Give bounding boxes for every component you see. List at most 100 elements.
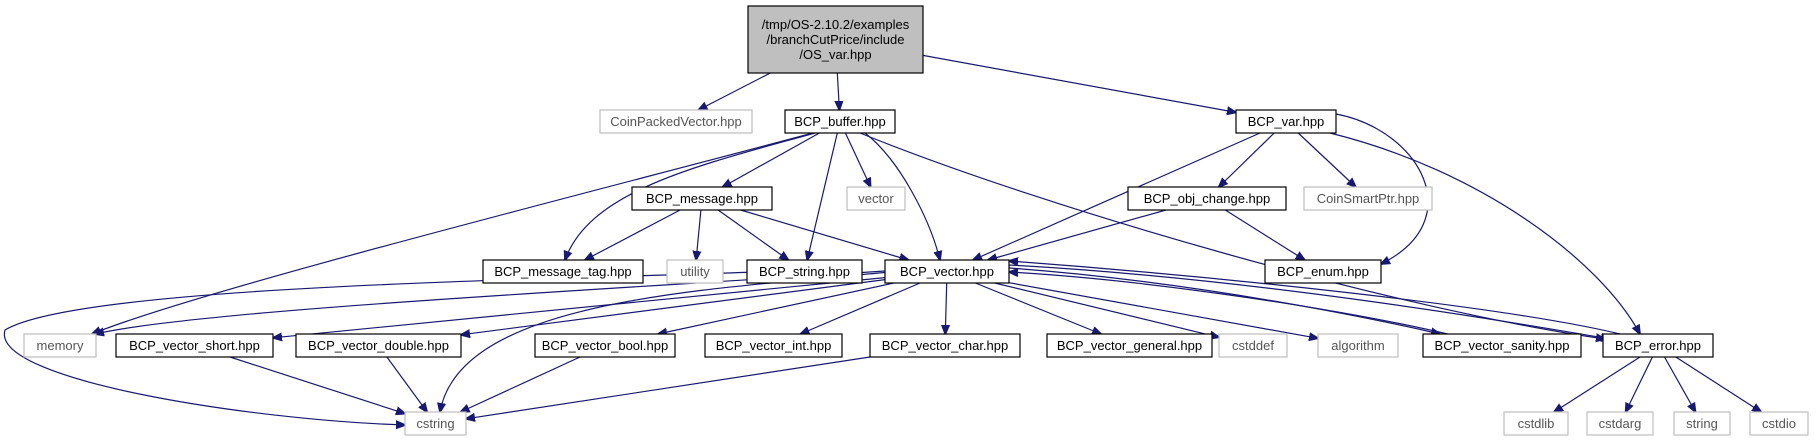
node-box: [746, 259, 863, 284]
edge-bcp_error-to-string: [1663, 356, 1696, 412]
node-bcp-vector-short[interactable]: BCP_vector_short.hpp: [115, 333, 274, 358]
node-label: cstdarg: [1599, 416, 1642, 431]
node-box: [1586, 411, 1654, 436]
node-label: BCP_message_tag.hpp: [494, 264, 631, 279]
edge-bcp_buffer-to-bcp_string: [807, 132, 838, 260]
node-box: [1235, 109, 1337, 134]
edge-bcp_message-to-bcp_vector: [740, 209, 909, 260]
node-box: [1303, 186, 1433, 211]
node-label: BCP_vector_char.hpp: [882, 338, 1008, 353]
edge-bcp_vector_char-to-cstring: [466, 356, 871, 419]
node-bcp-string[interactable]: BCP_string.hpp: [746, 259, 863, 284]
edge-bcp_vector-to-bcp_error: [1008, 264, 1610, 339]
node-bcp-enum[interactable]: BCP_enum.hpp: [1264, 259, 1382, 284]
node-bcp-vector-general[interactable]: BCP_vector_general.hpp: [1046, 333, 1213, 358]
node-label: utility: [680, 264, 710, 279]
node-string: string: [1673, 411, 1731, 436]
node-label: BCP_vector_short.hpp: [129, 338, 260, 353]
edge-bcp_vector-to-bcp_vector_char: [945, 282, 946, 334]
edge-bcp_vector-to-bcp_vector_double: [461, 279, 886, 335]
node-bcp-vector-char[interactable]: BCP_vector_char.hpp: [869, 333, 1021, 358]
node-bcp-vector-int[interactable]: BCP_vector_int.hpp: [704, 333, 843, 358]
node-bcp-obj-change[interactable]: BCP_obj_change.hpp: [1127, 186, 1287, 211]
node-bcp-var[interactable]: BCP_var.hpp: [1235, 109, 1337, 134]
edge-bcp_buffer-to-bcp_message_tag: [565, 132, 816, 260]
node-label: BCP_buffer.hpp: [794, 114, 886, 129]
node-box: [1046, 333, 1213, 358]
node-box: [704, 333, 843, 358]
node-label: BCP_vector_double.hpp: [308, 338, 449, 353]
node-label: /branchCutPrice/include: [766, 32, 904, 47]
edge-bcp_buffer-to-bcp_vector: [864, 132, 940, 260]
edge-root-to-bcp_var: [922, 54, 1236, 112]
node-box: [631, 186, 773, 211]
edge-bcp_error-to-cstdlib: [1554, 356, 1641, 412]
node-box: [482, 259, 644, 284]
node-box: [1127, 186, 1287, 211]
node-box: [1317, 333, 1399, 358]
edge-bcp_vector_sanity-to-bcp_vector: [1009, 272, 1461, 338]
edge-bcp_message-to-bcp_string: [717, 209, 788, 260]
node-box: [599, 109, 753, 134]
edge-bcp_vector-to-bcp_vector_int: [801, 282, 921, 334]
node-label: algorithm: [1331, 338, 1384, 353]
edge-root-to-coinpacked: [698, 72, 771, 110]
edge-bcp_var-to-coinsmartptr: [1297, 132, 1356, 187]
node-box: [869, 333, 1021, 358]
edge-bcp_vector-to-bcp_vector_general: [975, 282, 1101, 334]
node-label: vector: [858, 191, 894, 206]
node-label: BCP_vector_bool.hpp: [542, 338, 668, 353]
node-bcp-vector-sanity[interactable]: BCP_vector_sanity.hpp: [1422, 333, 1582, 358]
node-bcp-vector-double[interactable]: BCP_vector_double.hpp: [295, 333, 462, 358]
node-bcp-vector-bool[interactable]: BCP_vector_bool.hpp: [534, 333, 676, 358]
node-box: [23, 333, 97, 358]
node-bcp-error[interactable]: BCP_error.hpp: [1602, 333, 1714, 358]
node-coinsmartptr: CoinSmartPtr.hpp: [1303, 186, 1433, 211]
node-box: [115, 333, 274, 358]
node-box: [1673, 411, 1731, 436]
edge-root-to-bcp_buffer: [837, 72, 839, 110]
node-label: CoinPackedVector.hpp: [610, 114, 742, 129]
node-label: BCP_message.hpp: [646, 191, 758, 206]
node-box: [884, 259, 1010, 284]
node-label: BCP_vector_general.hpp: [1057, 338, 1202, 353]
node-label: BCP_string.hpp: [759, 264, 850, 279]
edge-bcp_vector_double-to-cstring: [386, 356, 427, 412]
edge-bcp_var-to-bcp_vector: [973, 132, 1261, 260]
edge-bcp_var-to-bcp_obj_change: [1219, 132, 1275, 187]
edge-bcp_vector_bool-to-cstring: [461, 356, 581, 412]
node-label: BCP_enum.hpp: [1277, 264, 1369, 279]
edge-bcp_error-to-bcp_vector: [1009, 261, 1621, 335]
edge-bcp_vector-to-algorithm: [1008, 282, 1318, 339]
node-bcp-vector[interactable]: BCP_vector.hpp: [884, 259, 1010, 284]
node-bcp-buffer[interactable]: BCP_buffer.hpp: [784, 109, 896, 134]
nodes-layer: /tmp/OS-2.10.2/examples/branchCutPrice/i…: [23, 5, 1809, 436]
edge-bcp_obj_change-to-bcp_vector: [988, 209, 1167, 260]
node-label: /tmp/OS-2.10.2/examples: [762, 17, 910, 32]
node-label: memory: [37, 338, 84, 353]
node-vector: vector: [846, 186, 906, 211]
node-box: [846, 186, 906, 211]
node-bcp-message[interactable]: BCP_message.hpp: [631, 186, 773, 211]
node-box: [747, 5, 924, 74]
node-root[interactable]: /tmp/OS-2.10.2/examples/branchCutPrice/i…: [747, 5, 924, 74]
node-label: BCP_vector.hpp: [900, 264, 994, 279]
node-algorithm: algorithm: [1317, 333, 1399, 358]
node-bcp-message-tag[interactable]: BCP_message_tag.hpp: [482, 259, 644, 284]
node-box: [1422, 333, 1582, 358]
node-box: [534, 333, 676, 358]
node-label: BCP_vector_int.hpp: [716, 338, 832, 353]
node-memory: memory: [23, 333, 97, 358]
edges-layer: [4, 54, 1761, 425]
node-label: cstdlib: [1518, 416, 1555, 431]
edge-bcp_message-to-utility: [696, 209, 701, 260]
node-box: [295, 333, 462, 358]
edge-bcp_var-to-bcp_enum: [1335, 113, 1429, 264]
node-box: [1602, 333, 1714, 358]
node-box: [1218, 333, 1288, 358]
node-label: BCP_vector_sanity.hpp: [1435, 338, 1570, 353]
edge-bcp_buffer-to-bcp_error: [859, 132, 1605, 339]
edge-bcp_message-to-bcp_message_tag: [585, 209, 681, 260]
node-label: string: [1686, 416, 1718, 431]
node-box: [1749, 411, 1809, 436]
